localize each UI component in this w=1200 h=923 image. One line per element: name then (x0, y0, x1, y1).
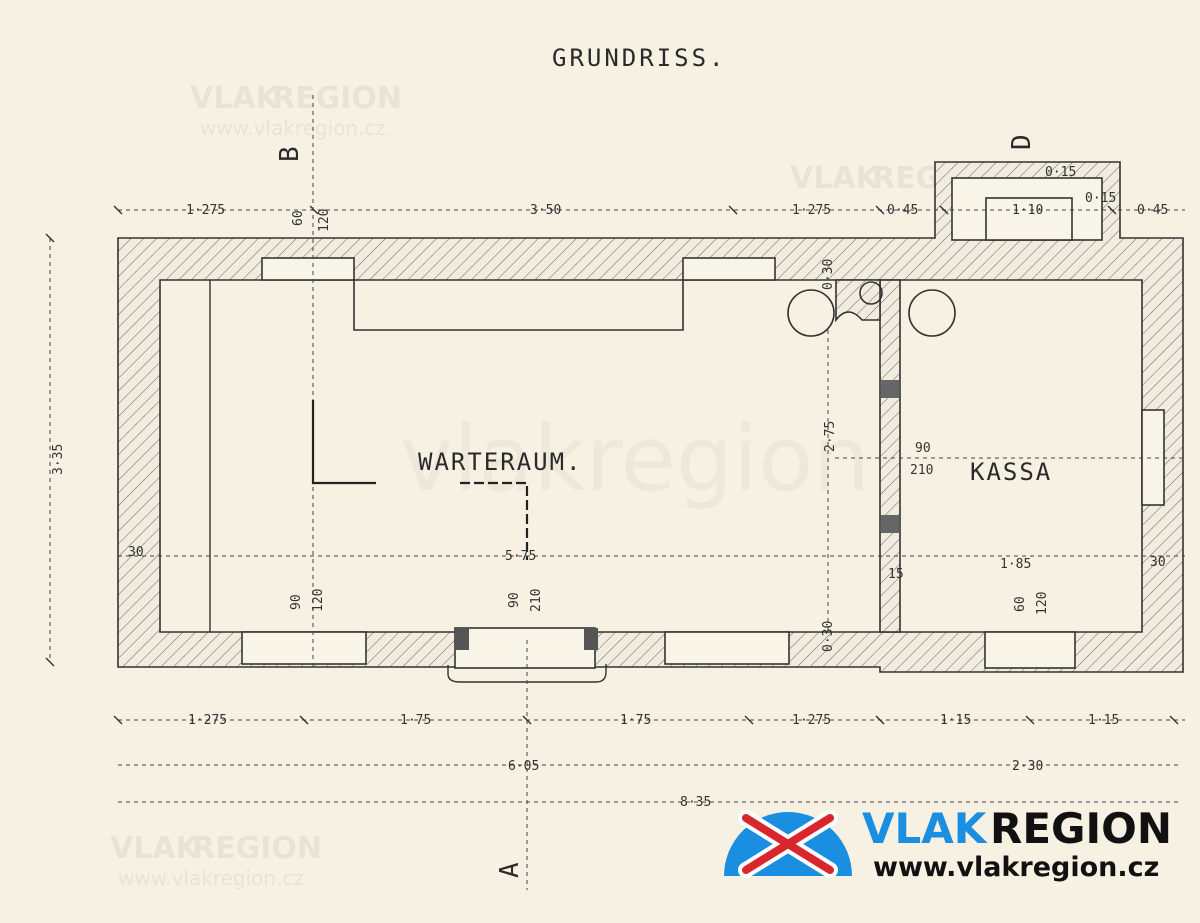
dim-window-kassa-height: 120 (1035, 592, 1050, 615)
partition-wall (879, 279, 901, 633)
window-top-right (682, 257, 776, 281)
dim-total: 8·35 (680, 795, 711, 810)
dim-inner-height: 2·75 (823, 421, 838, 452)
dim-top-6: 0·45 (1137, 203, 1168, 218)
crossbuck-icon (738, 810, 838, 878)
dim-bottom-6: 1·15 (1088, 713, 1119, 728)
door-frame-left (455, 628, 469, 650)
partition-door-post-bottom (881, 515, 899, 533)
dim-total-left: 6·05 (508, 759, 539, 774)
dim-top-2: 3·50 (530, 203, 561, 218)
section-mark-d: D (1007, 134, 1037, 150)
door-step (447, 664, 607, 683)
dim-top-3: 1·275 (792, 203, 831, 218)
section-cut-a (460, 481, 529, 560)
door-frame-right (584, 628, 598, 650)
dim-door-front-width: 90 (507, 592, 522, 608)
watermark-center: vlakregion (400, 407, 870, 512)
vlakregion-logo: VLAK REGION www.vlakregion.cz (724, 804, 1172, 883)
watermark-brand-top: VLAK (190, 81, 281, 116)
dim-window-front-left-height: 120 (311, 589, 326, 612)
window-kassa (984, 631, 1076, 669)
stove-kassa (908, 289, 956, 337)
dim-top-5: 1·10 (1012, 203, 1043, 218)
room-label-kassa: KASSA (970, 458, 1052, 486)
stove-waiting-room (787, 289, 835, 337)
dim-window-top-1: 60 (291, 210, 306, 226)
dim-inner-width-left: 5·75 (505, 549, 536, 564)
dim-wall-top: 0·30 (821, 259, 836, 290)
watermark-url-top: www.vlakregion.cz (200, 116, 386, 140)
dim-partition-door-width: 90 (915, 441, 931, 456)
window-front-left (241, 631, 367, 665)
dim-bottom-4: 1·275 (792, 713, 831, 728)
logo-url: www.vlakregion.cz (873, 852, 1159, 883)
page-title: GRUNDRISS. (552, 44, 727, 72)
dim-window-top-2: 120 (317, 209, 332, 232)
dim-top-4: 0·45 (887, 203, 918, 218)
dim-top-small-1: 0·15 (1045, 165, 1076, 180)
section-mark-b: B (275, 146, 305, 162)
dimension-ticks (45, 205, 1179, 725)
watermark-brand-bottom-2: REGION (192, 831, 322, 866)
dim-total-right: 2·30 (1012, 759, 1043, 774)
window-front-right (664, 631, 790, 665)
watermark-brand-mid: VLAK (790, 161, 881, 196)
logo-brand-region: REGION (990, 804, 1172, 853)
dim-door-front-height: 210 (529, 589, 544, 612)
dim-wall-bottom: 0·30 (821, 621, 836, 652)
dim-left-height: 3·35 (51, 444, 66, 475)
window-top-left (261, 257, 355, 281)
dim-inner-width-right: 1·85 (1000, 557, 1031, 572)
chimney-pipe (859, 281, 883, 305)
dim-bottom-5: 1·15 (940, 713, 971, 728)
dim-right-wall: 30 (1150, 555, 1166, 570)
dim-partition: 15 (888, 567, 904, 582)
entrance-door (454, 627, 596, 669)
stove-niche (835, 279, 881, 323)
dim-window-kassa-width: 60 (1013, 596, 1028, 612)
dim-bottom-2: 1·75 (400, 713, 431, 728)
section-cut-b (311, 400, 376, 485)
partition-door-post-top (881, 380, 899, 398)
section-mark-a: A (495, 862, 525, 878)
watermark-brand-top-2: REGION (272, 81, 402, 116)
chimney-flue (985, 197, 1073, 241)
dim-top-small-2: 0·15 (1085, 191, 1116, 206)
room-label-warteraum: WARTERAUM. (418, 448, 583, 476)
dim-top-1: 1·275 (186, 203, 225, 218)
watermark-url-bottom: www.vlakregion.cz (118, 866, 304, 890)
dim-left-wall: 30 (128, 545, 144, 560)
dim-partition-door-height: 210 (910, 463, 933, 478)
bench-top (353, 280, 684, 331)
watermark-brand-bottom: VLAK (110, 831, 201, 866)
logo-brand-vlak: VLAK (862, 804, 988, 853)
dim-window-front-left-width: 90 (289, 594, 304, 610)
dim-bottom-3: 1·75 (620, 713, 651, 728)
window-kassa-side (1141, 409, 1165, 506)
dim-bottom-1: 1·275 (188, 713, 227, 728)
